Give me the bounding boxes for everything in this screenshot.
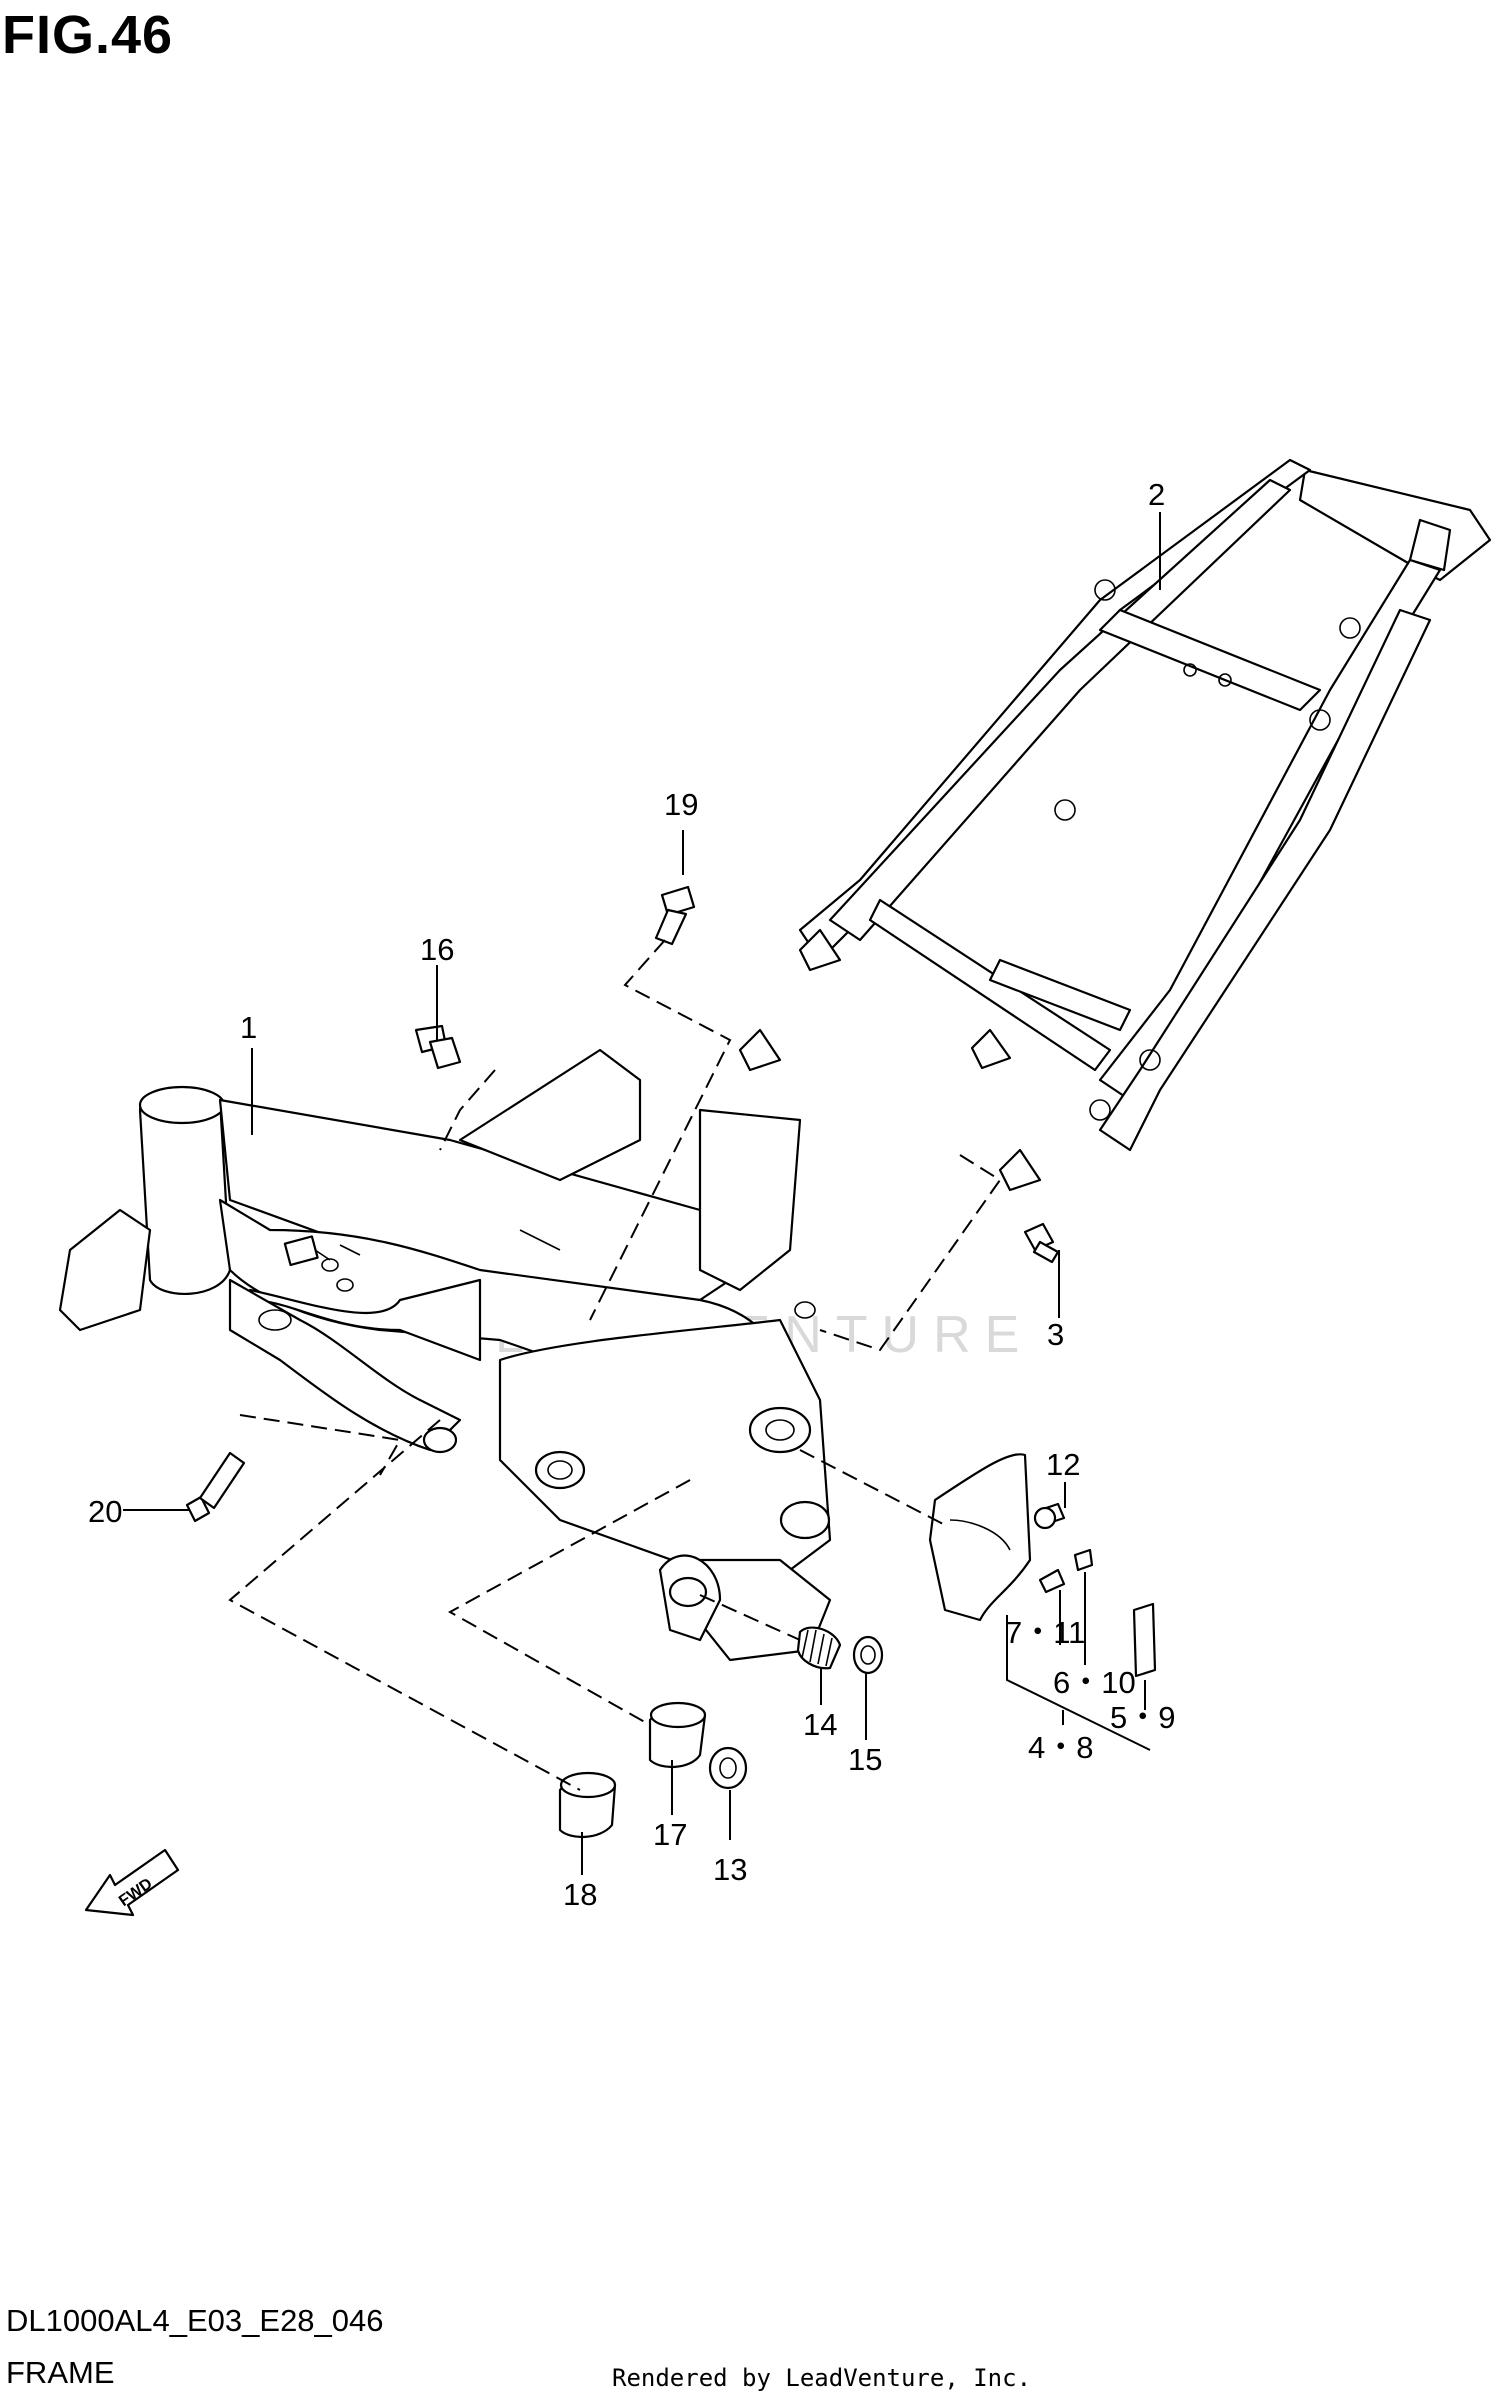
bolt-20[interactable]	[185, 1451, 246, 1523]
bushing-14[interactable]	[796, 1626, 842, 1670]
callout-16: 16	[420, 932, 454, 967]
callout-20: 20	[88, 1494, 122, 1529]
label-5-9[interactable]	[1132, 1602, 1157, 1678]
callout-1: 1	[240, 1010, 257, 1045]
callout-3: 3	[1047, 1317, 1064, 1352]
model-code: DL1000AL4_E03_E28_046	[6, 2303, 384, 2338]
figure-title: FIG.46	[2, 5, 174, 65]
leader-lines	[123, 512, 1161, 1875]
bolt-3[interactable]	[1023, 1222, 1060, 1264]
callout-12: 12	[1046, 1447, 1080, 1482]
callout-19: 19	[664, 787, 698, 822]
collar-16[interactable]	[414, 1024, 462, 1070]
rear-subframe[interactable]	[738, 458, 1492, 1192]
main-frame[interactable]	[58, 1048, 832, 1662]
nut-13[interactable]	[708, 1746, 748, 1790]
label-7-11[interactable]	[1038, 1568, 1066, 1594]
callout-18: 18	[563, 1877, 597, 1912]
collar-18[interactable]	[558, 1771, 617, 1838]
callout-15: 15	[848, 1742, 882, 1777]
callout-13: 13	[713, 1852, 747, 1887]
callout-7-11: 7・11	[1005, 1615, 1085, 1650]
section-name: FRAME	[6, 2355, 115, 2390]
callout-2: 2	[1148, 477, 1165, 512]
callout-5-9: 5・9	[1110, 1700, 1175, 1735]
nut-15[interactable]	[852, 1635, 884, 1675]
cover-4-8[interactable]	[928, 1453, 1032, 1622]
callout-4-8: 4・8	[1028, 1730, 1093, 1765]
footer-credit: Rendered by LeadVenture, Inc.	[612, 2364, 1032, 2392]
callout-17: 17	[653, 1817, 687, 1852]
bolt-19[interactable]	[654, 885, 696, 946]
label-6-10[interactable]	[1073, 1548, 1094, 1572]
callout-14: 14	[803, 1707, 837, 1742]
callout-6-10: 6・10	[1053, 1665, 1136, 1700]
collar-17[interactable]	[648, 1701, 707, 1768]
assembly-lines	[228, 939, 1002, 1791]
fwd-arrow-icon: FWD	[84, 1848, 180, 1917]
screw-12[interactable]	[1033, 1502, 1066, 1530]
